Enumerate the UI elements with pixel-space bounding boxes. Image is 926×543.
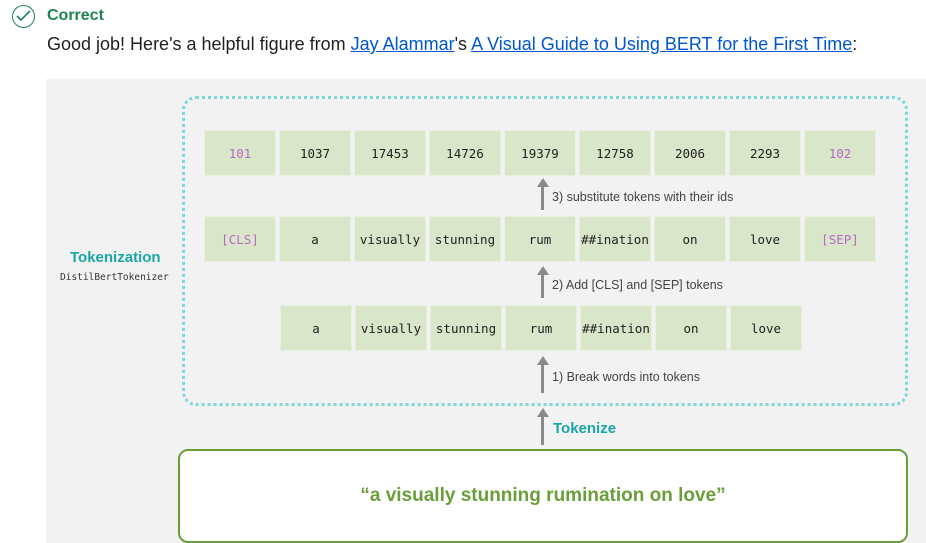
status-label: Correct: [47, 7, 104, 24]
feedback-text: Good job! Here's a helpful figure from J…: [47, 34, 857, 55]
token-cell: rum: [505, 305, 577, 351]
tokenizer-name: DistilBertTokenizer: [60, 272, 169, 283]
tokenize-arrow-head: [537, 408, 549, 417]
tokenize-arrow: [541, 416, 544, 445]
tokenization-title: Tokenization: [70, 249, 161, 266]
token-cell: 1037: [279, 130, 351, 176]
token-cell: a: [279, 216, 351, 262]
token-cell: rum: [504, 216, 576, 262]
token-cell: 102: [804, 130, 876, 176]
token-cell: on: [654, 216, 726, 262]
token-cell: 2293: [729, 130, 801, 176]
token-cell: visually: [354, 216, 426, 262]
step3-arrow: [541, 186, 544, 210]
token-cell: 101: [204, 130, 276, 176]
input-sentence: “a visually stunning rumination on love”: [178, 449, 908, 543]
token-cell: [CLS]: [204, 216, 276, 262]
token-cell: ##ination: [579, 216, 651, 262]
feedback-suffix: :: [852, 34, 858, 54]
step2-arrow-head: [537, 266, 549, 275]
token-cell: 19379: [504, 130, 576, 176]
step2-arrow: [541, 274, 544, 298]
token-cell: stunning: [429, 216, 501, 262]
token-cell: 17453: [354, 130, 426, 176]
feedback-prefix: Good job! Here's a helpful figure from: [47, 34, 351, 54]
token-cell: 12758: [579, 130, 651, 176]
tokenization-boundary: [182, 96, 908, 406]
possessive-text: 's: [454, 34, 472, 54]
step1-arrow-head: [537, 356, 549, 365]
token-cell: stunning: [430, 305, 502, 351]
token-cell: 2006: [654, 130, 726, 176]
step3-arrow-head: [537, 178, 549, 187]
token-cell: ##ination: [580, 305, 652, 351]
token-cell: visually: [355, 305, 427, 351]
token-cell: [SEP]: [804, 216, 876, 262]
token-cell: 14726: [429, 130, 501, 176]
article-link[interactable]: A Visual Guide to Using BERT for the Fir…: [471, 34, 853, 54]
step3-label: 3) substitute tokens with their ids: [552, 190, 734, 204]
step1-arrow: [541, 364, 544, 393]
token-cell: love: [730, 305, 802, 351]
token-cell: a: [280, 305, 352, 351]
token-cell: on: [655, 305, 727, 351]
step2-label: 2) Add [CLS] and [SEP] tokens: [552, 278, 723, 292]
token-cell: love: [729, 216, 801, 262]
check-circle-icon: [12, 5, 35, 28]
tokenize-label: Tokenize: [553, 420, 617, 437]
step1-label: 1) Break words into tokens: [552, 370, 700, 384]
author-link[interactable]: Jay Alammar: [350, 34, 455, 54]
